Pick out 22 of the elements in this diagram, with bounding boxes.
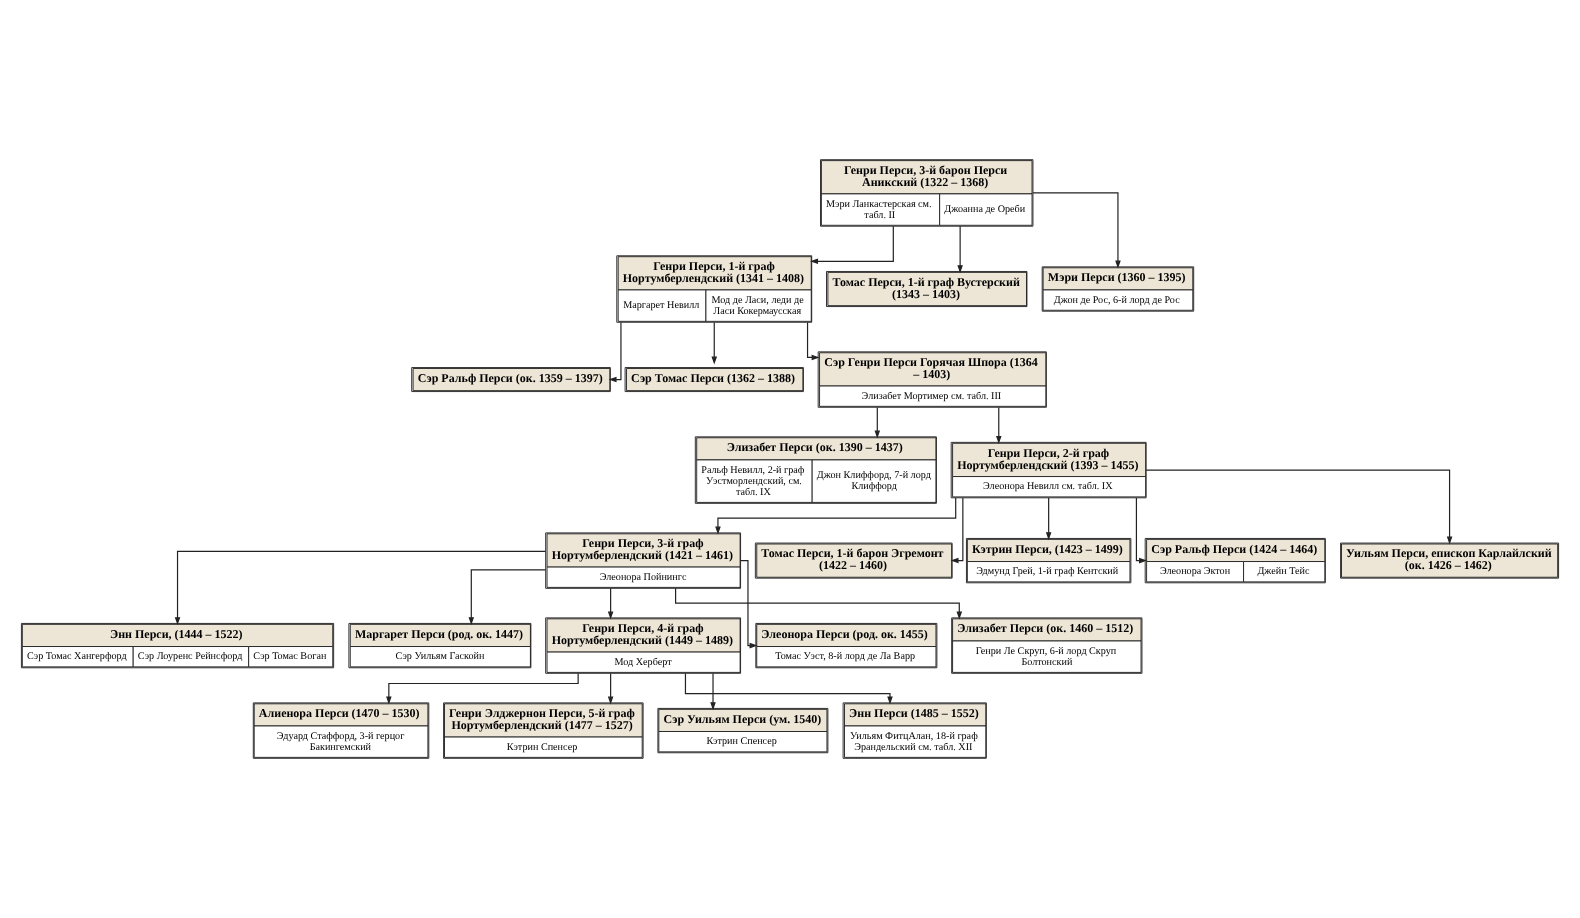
- arrow: [608, 321, 622, 383]
- arrow: [1145, 469, 1453, 545]
- arrow: [1032, 192, 1121, 269]
- arrow: [950, 497, 964, 564]
- arrow: [607, 672, 614, 705]
- arrow: [607, 587, 614, 620]
- arrow: [710, 672, 716, 711]
- arrow: [810, 225, 894, 265]
- arrow: [715, 497, 957, 535]
- arrow: [1045, 497, 1052, 541]
- arrow: [675, 587, 963, 620]
- arrow: [711, 321, 718, 365]
- arrow: [740, 560, 758, 649]
- arrow: [874, 406, 881, 439]
- arrow: [174, 550, 547, 626]
- arrow: [386, 672, 579, 705]
- arrow: [684, 672, 893, 705]
- arrow: [806, 321, 820, 361]
- arrow: [996, 406, 1002, 444]
- arrow: [957, 225, 963, 274]
- arrow: [1135, 497, 1147, 564]
- arrow: [468, 569, 546, 626]
